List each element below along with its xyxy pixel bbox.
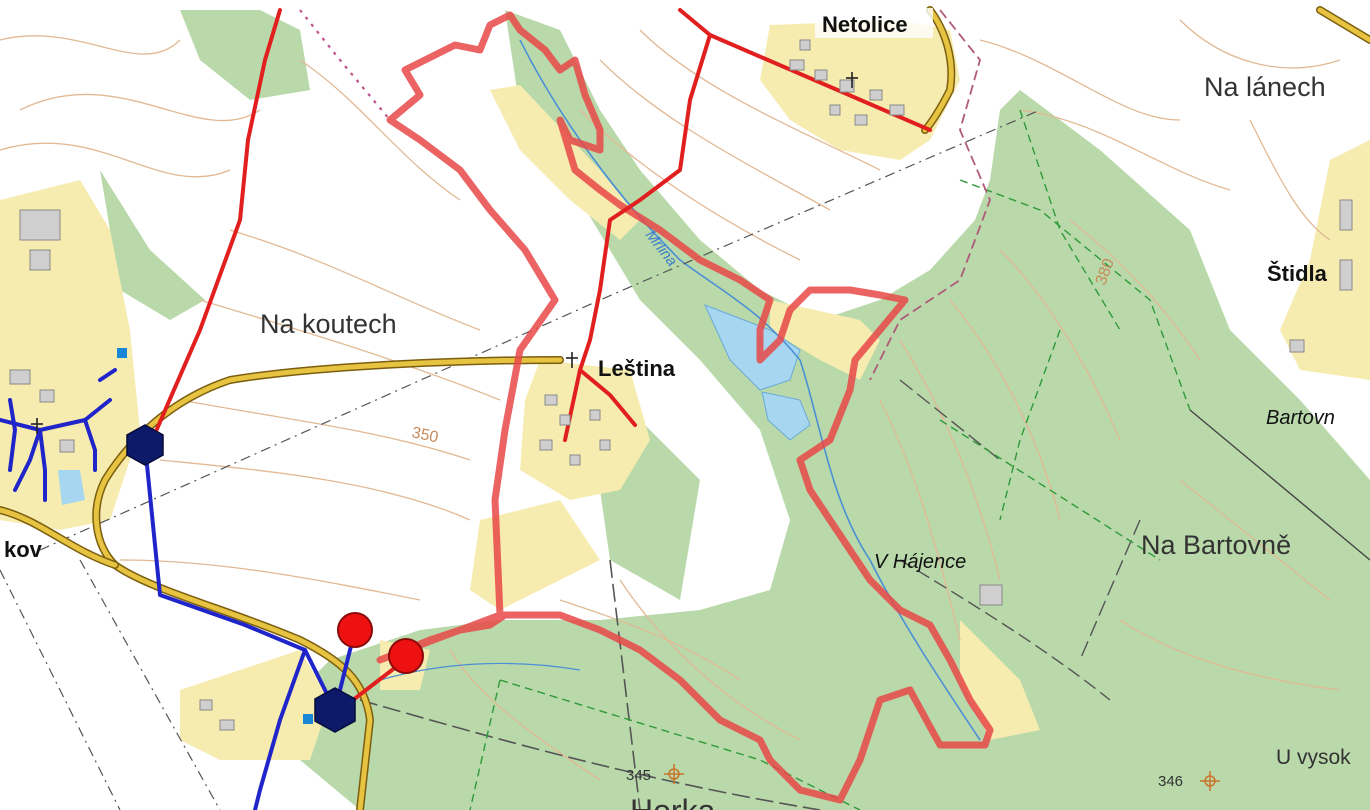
label-horka-partial: Horka: [630, 793, 716, 810]
label-u-vysok-partial: U vysok: [1276, 746, 1351, 769]
blue-network-lines: [0, 368, 357, 810]
label-lestina: Leština: [598, 356, 676, 381]
elevation-point-icon: [664, 764, 684, 784]
church-icon: [846, 72, 858, 88]
built-up-areas: [0, 20, 1370, 760]
church-icons: [31, 72, 858, 434]
label-na-bartovne: Na Bartovně: [1141, 530, 1291, 560]
contour-lines: [0, 19, 1341, 781]
marker-red-circle-1[interactable]: [337, 612, 373, 648]
marker-red-circle-2[interactable]: [388, 638, 424, 674]
node-hexagon-west[interactable]: [126, 424, 164, 466]
label-stidla: Štidla: [1267, 261, 1328, 286]
label-kov-partial: kov: [4, 537, 43, 562]
church-icon: [31, 418, 43, 434]
label-bartovne-partial: Bartovn: [1266, 407, 1335, 429]
buildings: [9, 39, 1353, 731]
label-v-hajence: V Hájence: [874, 551, 966, 573]
label-na-koutech: Na koutech: [260, 309, 397, 339]
label-netolice: Netolice: [822, 12, 908, 37]
elevation-point-icon: [1200, 771, 1220, 791]
label-na-lanech: Na lánech: [1204, 72, 1326, 102]
water-features: [58, 39, 981, 741]
label-elevation-346: 346: [1158, 773, 1183, 790]
roads: [0, 6, 1370, 810]
boundary-polygon: [376, 11, 994, 804]
church-icon: [566, 352, 578, 368]
dashed-paths: [0, 9, 1370, 810]
node-hexagon-south[interactable]: [314, 687, 356, 733]
label-elevation-345: 345: [626, 767, 651, 784]
label-contour-350: 350: [410, 424, 440, 446]
blue-square-markers: [117, 348, 313, 724]
elevation-markers: [664, 764, 1220, 791]
